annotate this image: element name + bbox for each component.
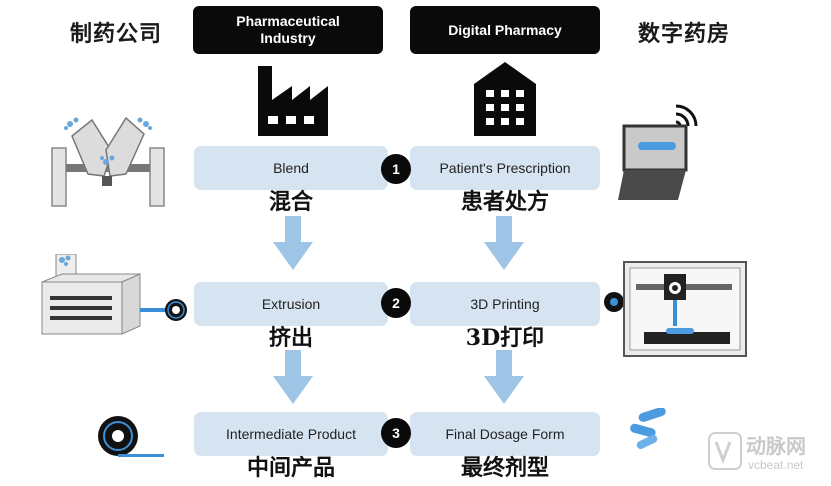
label-blend-cn: 混合 [268,189,313,215]
step-box-extrusion: Extrusion [194,282,388,326]
step-box-intermediate-product: Intermediate Product [194,412,388,456]
arrow-down-left-2 [273,350,313,404]
vcbeat-logo-icon [708,432,742,470]
header-pharmaceutical-industry: Pharmaceutical Industry [193,6,383,54]
label-final-dosage-cn: 最终剂型 [460,455,549,481]
step-number-3: 3 [381,418,411,448]
label-prescription-cn: 患者处方 [460,189,549,215]
step-box-3d-printing: 3D Printing [410,282,600,326]
arrow-down-right-1 [484,216,524,270]
filament-spool-icon [98,416,164,457]
header-digital-pharmacy: Digital Pharmacy [410,6,600,54]
watermark: 动脉网 vcbeat.net [708,430,828,480]
step-box-patients-prescription: Patient's Prescription [410,146,600,190]
3d-printer-icon [604,261,747,357]
pharmacy-building-icon [474,62,536,136]
header-right-cn: 数字药房 [638,22,731,47]
label-extrusion-cn: 挤出 [268,325,313,351]
step-box-final-dosage-form: Final Dosage Form [410,412,600,456]
watermark-cn: 动脉网 [746,436,806,458]
extruder-icon [41,254,187,335]
step-number-2: 2 [381,288,411,318]
v-blender-icon [51,116,165,207]
factory-icon [258,66,328,136]
label-intermediate-cn: 中间产品 [246,455,335,481]
header-left-cn: 制药公司 [70,22,163,47]
step-box-blend: Blend [194,146,388,190]
step-number-1: 1 [381,154,411,184]
label-3d-printing-cn: 3D打印 [465,325,545,351]
tablets-icon [630,408,666,449]
watermark-en: vcbeat.net [748,458,804,472]
laptop-icon [618,104,698,200]
arrow-down-right-2 [484,350,524,404]
arrow-down-left-1 [273,216,313,270]
